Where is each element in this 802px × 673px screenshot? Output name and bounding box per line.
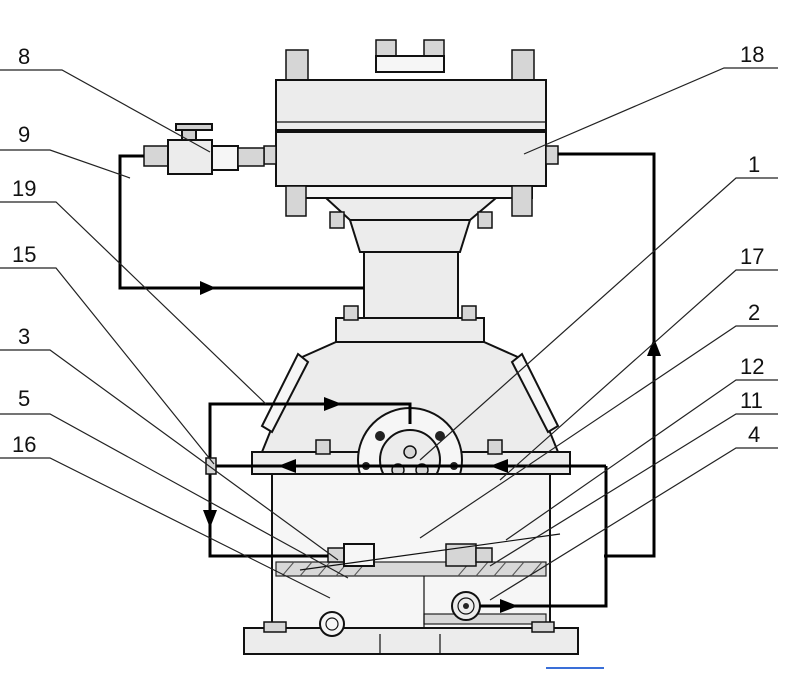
lower-housing [243, 473, 579, 655]
label-11: 11 [740, 388, 763, 413]
arrow-right-mid [324, 397, 342, 411]
valve-fitting-left [143, 145, 169, 167]
bolt-mid-right [461, 305, 477, 321]
pipe-left-loop [118, 154, 364, 290]
label-19: 19 [12, 176, 36, 201]
bolt-top-left-1 [285, 49, 309, 83]
arrow-down-left [203, 510, 217, 528]
plate-port-left [205, 457, 217, 475]
neck-shaft [363, 251, 459, 323]
valve-fitting-right [237, 147, 265, 167]
valve-body [167, 139, 213, 175]
base-bolt-left [263, 621, 287, 633]
valve-assembly [143, 123, 265, 175]
base-plate [243, 627, 579, 655]
lower-flange [275, 131, 547, 187]
top-cap-assembly [263, 39, 559, 229]
label-1: 1 [748, 152, 760, 177]
arrow-right-lower [500, 599, 518, 613]
neck-column [348, 219, 472, 323]
bolt-mid-left [343, 305, 359, 321]
bolt-top-right-1 [511, 49, 535, 83]
mid-flange-plate [335, 317, 485, 343]
label-18: 18 [740, 42, 764, 67]
rib-left [260, 352, 310, 434]
label-15: 15 [12, 242, 36, 267]
pipe-left-box [208, 402, 412, 558]
label-16: 16 [12, 432, 36, 457]
label-3: 3 [18, 324, 30, 349]
valve-connector [211, 145, 239, 171]
cap-skirt [323, 197, 499, 221]
label-2: 2 [748, 300, 760, 325]
top-nut-plate [375, 55, 445, 73]
label-17: 17 [740, 244, 764, 269]
bolt-cap-right [511, 185, 533, 217]
horizontal-tube [299, 533, 561, 571]
arrow-left-2 [490, 459, 508, 473]
tube-fitting-right [475, 547, 493, 563]
base-boss [319, 611, 345, 637]
bolt-skirt-left [329, 211, 345, 229]
cone-body [260, 341, 560, 453]
leader-lines [0, 67, 778, 601]
cap-port-left [263, 145, 277, 165]
label-4: 4 [748, 422, 760, 447]
flow-lines [118, 152, 661, 613]
rib-right [510, 352, 560, 434]
arrow-right-upper [200, 281, 216, 295]
pipe-right-lower [480, 466, 608, 608]
number-labels: 8 9 19 15 3 5 16 18 1 17 2 12 11 4 [12, 42, 764, 457]
arrow-up-right [647, 338, 661, 356]
label-5: 5 [18, 386, 30, 411]
cap-port-right [545, 145, 559, 165]
arrow-left-1 [278, 459, 296, 473]
neck-taper [348, 219, 472, 253]
label-12: 12 [740, 354, 764, 379]
bolt-plate-left [315, 439, 331, 455]
flange-skirt [289, 185, 533, 199]
bolt-plate-right [487, 439, 503, 455]
label-8: 8 [18, 44, 30, 69]
bolt-skirt-right [477, 211, 493, 229]
valve-handle [175, 123, 213, 131]
label-9: 9 [18, 122, 30, 147]
mid-flange [335, 305, 485, 343]
base-bolt-right [531, 621, 555, 633]
bolt-cap-left [285, 185, 307, 217]
